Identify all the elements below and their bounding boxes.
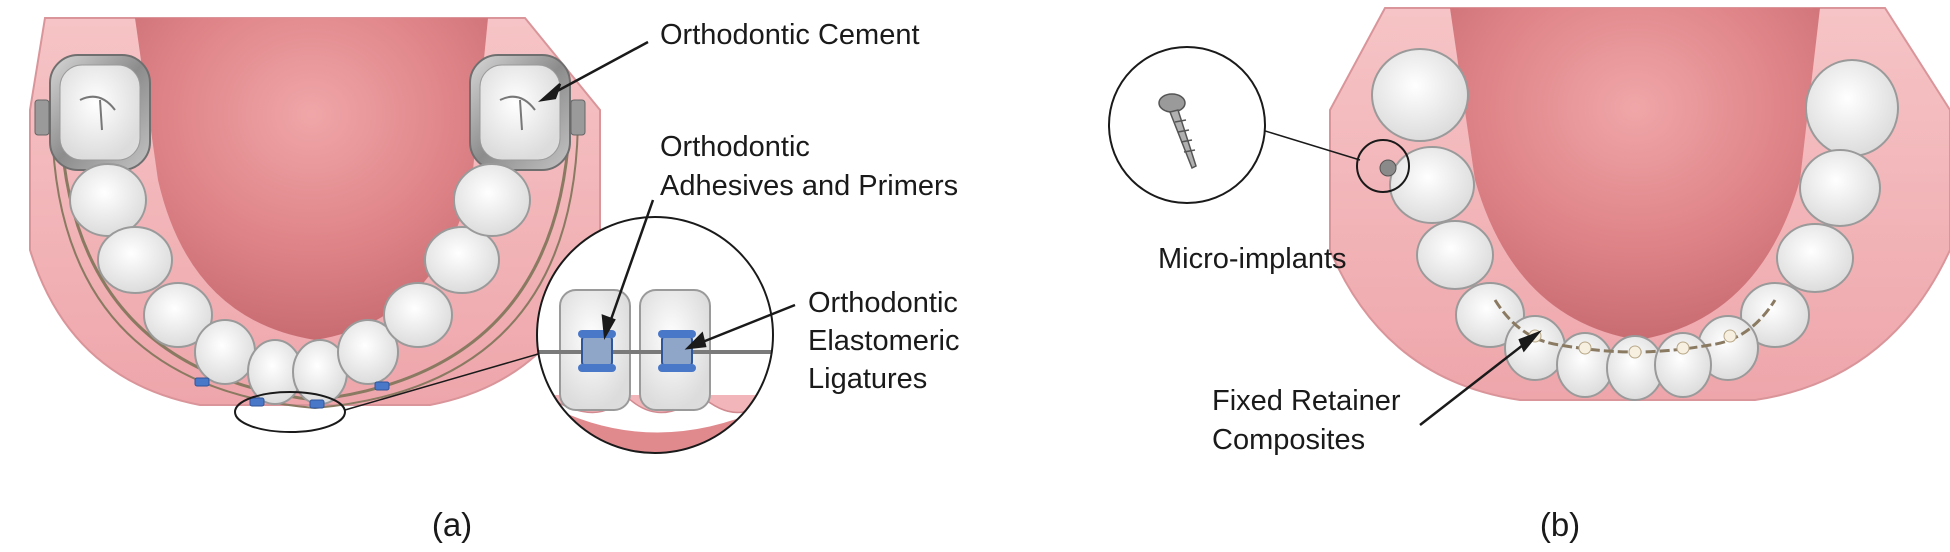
panel-b-palate — [1450, 8, 1820, 340]
panel-b-teeth — [1371, 48, 1899, 401]
caption-panel-b: (b) — [1540, 506, 1580, 543]
panel-a-right-molar-band — [469, 54, 586, 171]
label-adhesives-line1: Orthodontic — [660, 131, 810, 163]
panel-a-palate — [135, 18, 488, 340]
panel-a-arch-illustration — [29, 17, 601, 433]
label-ligatures-line3: Ligatures — [808, 363, 927, 395]
label-retainer-line2: Composites — [1212, 424, 1365, 456]
micro-implant-icon — [1158, 93, 1197, 170]
panel-a-left-molar-band — [34, 54, 151, 171]
panel-b-leader-lines — [1419, 330, 1543, 426]
label-adhesives-line2: Adhesives and Primers — [660, 170, 958, 202]
label-ligatures-line2: Elastomeric — [808, 325, 960, 357]
panel-b-implant-site — [1356, 139, 1410, 193]
zoom-bracket-left — [578, 330, 616, 372]
panel-b-arch-illustration — [1329, 7, 1950, 401]
zoom-bracket-right — [658, 330, 696, 372]
label-retainer-line1: Fixed Retainer — [1212, 385, 1401, 417]
label-ligatures-line1: Orthodontic — [808, 287, 958, 319]
label-orthodontic-cement: Orthodontic Cement — [660, 19, 920, 51]
label-micro-implants: Micro-implants — [1158, 243, 1347, 275]
panel-a-highlight-ellipse — [234, 391, 346, 433]
panel-b-implant-inset — [1108, 46, 1361, 204]
panel-a-leader-lines — [538, 40, 796, 350]
panel-a-teeth — [69, 163, 531, 405]
panel-a-brackets — [194, 377, 390, 409]
caption-panel-a: (a) — [432, 506, 472, 543]
